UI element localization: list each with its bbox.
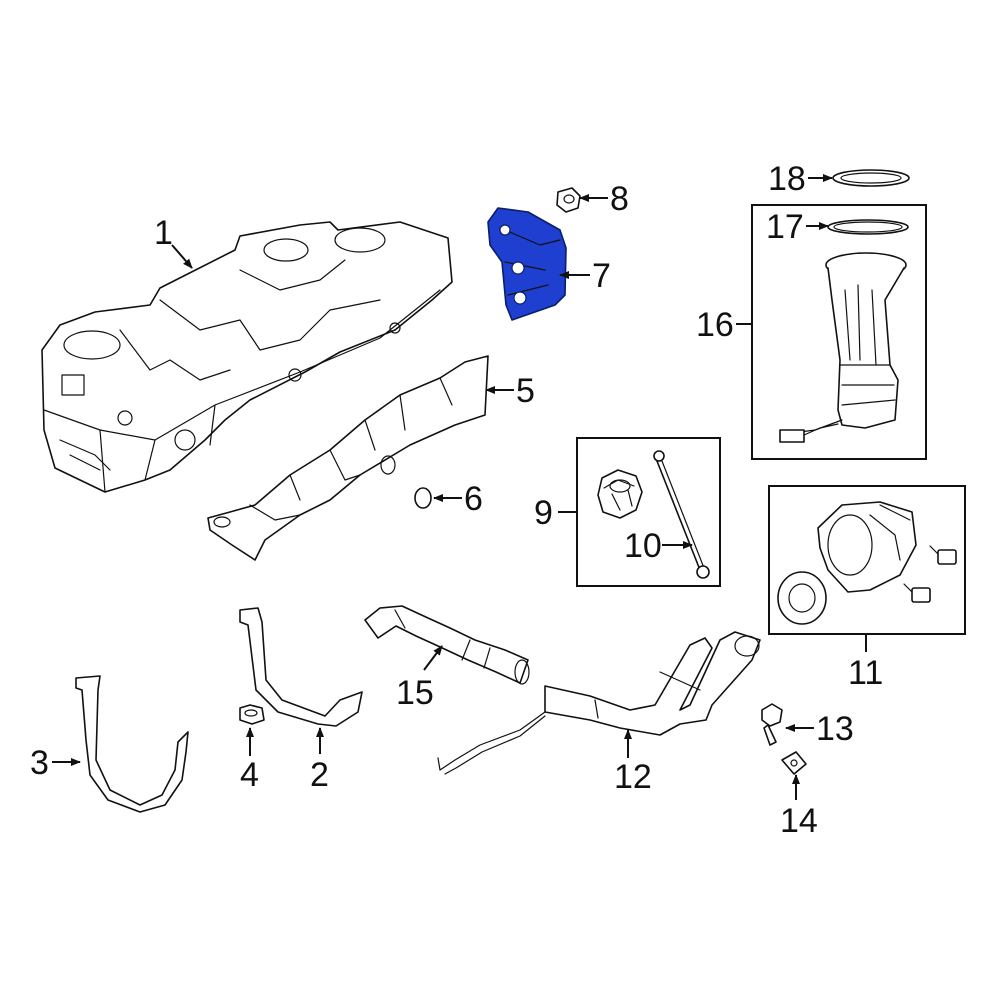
callout-18: 18 [768, 160, 806, 198]
fuel-cap[interactable] [597, 469, 643, 519]
filler-hose[interactable] [364, 605, 530, 685]
callout-3: 3 [30, 744, 49, 782]
callout-1: 1 [154, 214, 173, 252]
callout-8: 8 [610, 180, 629, 218]
fuel-pump-box [751, 204, 927, 460]
callout-2: 2 [310, 756, 329, 794]
nut[interactable] [556, 187, 581, 213]
callout-13: 13 [816, 710, 854, 748]
callout-5: 5 [516, 372, 535, 410]
callout-17: 17 [766, 208, 804, 246]
callout-7: 7 [592, 257, 611, 295]
filler-grommet[interactable] [777, 571, 827, 625]
cap-tether[interactable] [653, 450, 710, 579]
fuel-tank[interactable] [41, 221, 453, 493]
flange-nut[interactable] [239, 704, 265, 725]
fuel-pump-module[interactable] [779, 252, 907, 443]
callout-4: 4 [240, 756, 259, 794]
callout-16: 16 [696, 306, 734, 344]
bolt[interactable] [761, 703, 783, 746]
callout-9: 9 [534, 494, 553, 532]
tank-strap[interactable] [239, 607, 363, 727]
seal-ring[interactable] [827, 219, 909, 235]
clip[interactable] [781, 751, 807, 775]
callout-15: 15 [396, 674, 434, 712]
o-ring[interactable] [414, 487, 432, 509]
heat-shield[interactable] [207, 355, 489, 561]
housing-screws[interactable] [903, 545, 957, 603]
callout-14: 14 [780, 802, 818, 840]
callout-12: 12 [614, 758, 652, 796]
tank-strap-rear[interactable] [75, 675, 189, 813]
filler-neck[interactable] [437, 631, 761, 775]
lock-ring[interactable] [832, 169, 910, 187]
callout-10: 10 [624, 527, 662, 565]
callout-11: 11 [848, 654, 883, 692]
callout-6: 6 [464, 480, 483, 518]
mounting-bracket-highlighted[interactable] [487, 207, 567, 321]
filler-housing[interactable] [817, 501, 917, 593]
